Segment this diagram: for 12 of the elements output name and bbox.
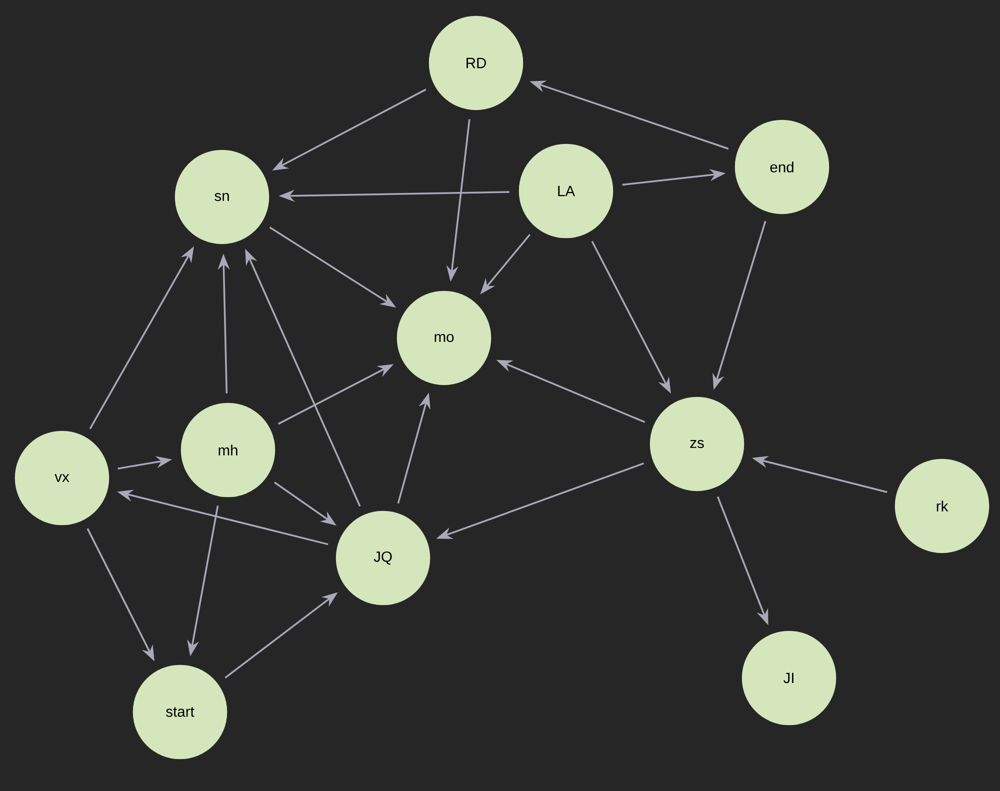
graph-node: sn xyxy=(174,149,270,245)
graph-node: JQ xyxy=(335,510,431,606)
graph-node: vx xyxy=(14,430,110,526)
graph-node: rk xyxy=(894,458,990,554)
graph-node: end xyxy=(734,119,830,215)
graph-node: start xyxy=(132,664,228,760)
graph-node: RD xyxy=(428,15,524,111)
graph-node: mh xyxy=(180,402,276,498)
graph-node: LA xyxy=(518,143,614,239)
graph-node: JI xyxy=(741,630,837,726)
graph-node: zs xyxy=(649,396,745,492)
graph-node: mo xyxy=(396,290,492,386)
